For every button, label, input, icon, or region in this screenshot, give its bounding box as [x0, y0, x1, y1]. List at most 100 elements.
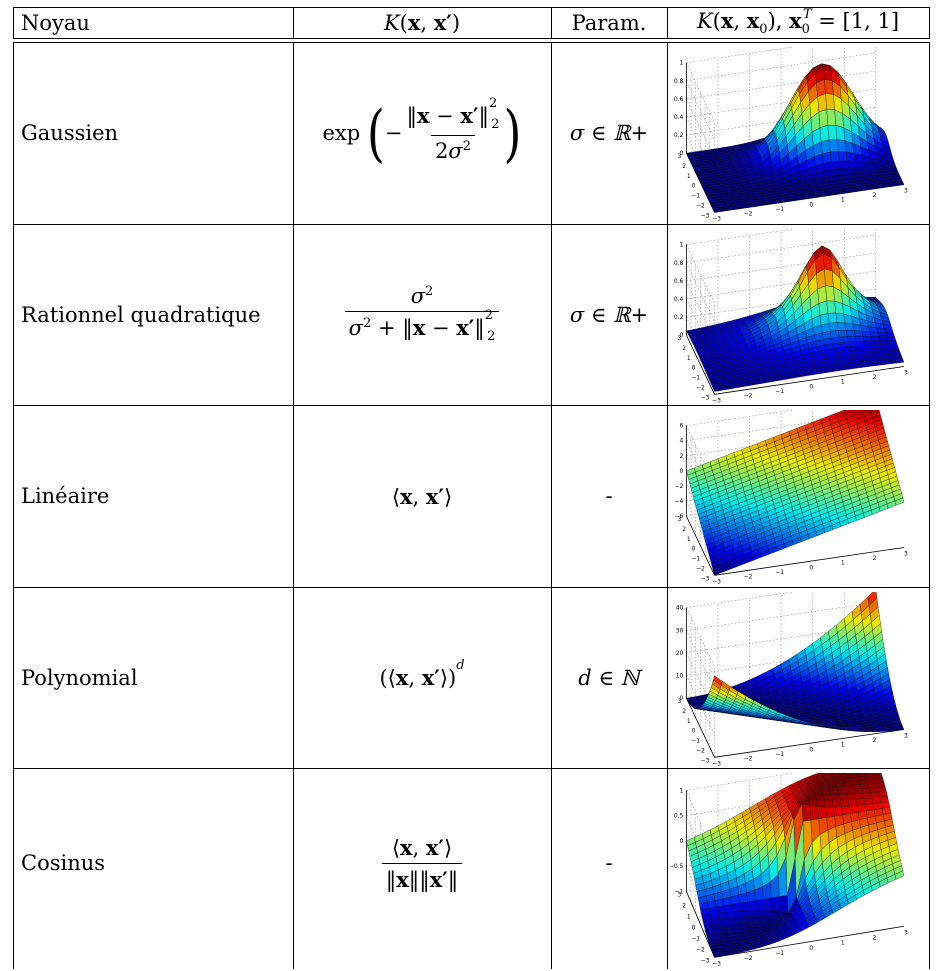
- y-tick-label: −3: [701, 957, 710, 964]
- y-tick-label: −1: [691, 556, 700, 563]
- row-rational-name: Rationnel quadratique: [13, 224, 293, 405]
- z-tick-label: 1: [680, 60, 684, 67]
- row-cosine-formula: ⟨x, x′⟩‖x‖‖x′‖: [293, 768, 551, 958]
- vrule-3: [667, 42, 668, 969]
- y-tick-label: −2: [696, 202, 705, 209]
- x-tick-label: −2: [744, 955, 753, 962]
- y-tick-label: 2: [682, 345, 686, 352]
- row-rational-label: Rationnel quadratique: [21, 303, 261, 327]
- x-tick-label: −2: [744, 756, 753, 763]
- z-tick-label: 0.4: [674, 114, 684, 121]
- z-tick-label: 20: [676, 650, 684, 657]
- z-tick-label: −2: [675, 483, 684, 490]
- poly-formula-math: (⟨x, x′⟩)d: [379, 665, 464, 690]
- row-linear-param: -: [551, 405, 667, 587]
- x-tick-label: 3: [904, 187, 908, 194]
- row-gaussian-param-text: σ ∈ ℝ+: [570, 121, 648, 145]
- vrule-4a: [929, 7, 930, 38]
- x-tick-label: 3: [904, 732, 908, 739]
- z-tick-label: 0: [680, 838, 684, 845]
- linear-formula-math: ⟨x, x′⟩: [392, 484, 452, 509]
- y-tick-label: −3: [701, 575, 710, 582]
- row-cosine-param-text: -: [605, 851, 612, 875]
- z-tick-label: 0.6: [674, 96, 684, 103]
- y-tick-label: −2: [696, 384, 705, 391]
- x-tick-label: −2: [744, 211, 753, 218]
- y-tick-label: 3: [678, 891, 682, 898]
- y-tick-label: 0: [692, 728, 696, 735]
- x-tick-label: −3: [712, 578, 721, 584]
- y-tick-label: 0: [692, 924, 696, 931]
- y-tick-label: 1: [687, 536, 691, 543]
- x-tick-label: 1: [841, 742, 845, 749]
- header-param: Param.: [551, 7, 667, 38]
- header-param-text: Param.: [572, 11, 647, 35]
- header-kernel-text: Noyau: [21, 11, 90, 35]
- x-tick-label: 3: [904, 369, 908, 376]
- header-formula-math: K(x, x′): [384, 10, 460, 35]
- y-tick-label: −1: [691, 935, 700, 942]
- row-gaussian-name: Gaussien: [13, 42, 293, 224]
- y-tick-label: 1: [687, 173, 691, 180]
- y-tick-label: 3: [678, 335, 682, 342]
- x-tick-label: 1: [841, 379, 845, 386]
- x-tick-label: 1: [841, 560, 845, 567]
- y-tick-label: 2: [682, 526, 686, 533]
- z-tick-label: 0.4: [674, 296, 684, 303]
- x-tick-label: −1: [775, 388, 784, 395]
- x-tick-label: 2: [872, 934, 876, 941]
- x-tick-label: −2: [744, 393, 753, 400]
- z-tick-label: 30: [676, 627, 684, 634]
- row-poly-param-text: d ∈ ℕ: [578, 666, 640, 690]
- x-tick-label: −1: [775, 206, 784, 213]
- y-tick-label: 1: [687, 913, 691, 920]
- z-tick-label: 0.2: [674, 314, 684, 321]
- x-tick-label: −2: [744, 574, 753, 581]
- x-tick-label: 2: [872, 555, 876, 562]
- x-tick-label: 3: [904, 929, 908, 936]
- x-tick-label: 0: [809, 201, 813, 208]
- x-tick-label: −3: [712, 215, 721, 221]
- row-linear-param-text: -: [605, 484, 612, 508]
- x-tick-label: 1: [841, 940, 845, 947]
- z-tick-label: 0.8: [674, 78, 684, 85]
- z-tick-label: 0.2: [674, 132, 684, 139]
- x-tick-label: 0: [809, 746, 813, 753]
- row-poly-formula: (⟨x, x′⟩)d: [293, 587, 551, 768]
- z-tick-label: 1: [680, 787, 684, 794]
- y-tick-label: 3: [678, 153, 682, 160]
- y-tick-label: −3: [701, 212, 710, 219]
- y-tick-label: −1: [691, 375, 700, 382]
- y-tick-label: 2: [682, 902, 686, 909]
- x-tick-label: −1: [775, 569, 784, 576]
- row-poly-param: d ∈ ℕ: [551, 587, 667, 768]
- y-tick-label: 2: [682, 163, 686, 170]
- y-tick-label: 0: [692, 365, 696, 372]
- x-tick-label: 0: [809, 945, 813, 952]
- y-tick-label: 0: [692, 183, 696, 190]
- x-tick-label: 0: [809, 383, 813, 390]
- header-kernel: Noyau: [13, 7, 293, 38]
- y-tick-label: 3: [678, 516, 682, 523]
- row-poly-label: Polynomial: [21, 666, 138, 690]
- x-tick-label: 0: [809, 564, 813, 571]
- x-tick-label: −1: [775, 950, 784, 957]
- row-gaussian-param: σ ∈ ℝ+: [551, 42, 667, 224]
- y-tick-label: 0: [692, 546, 696, 553]
- z-tick-label: −0.5: [671, 863, 684, 870]
- row-rational-param-text: σ ∈ ℝ+: [570, 303, 648, 327]
- row-cosine-label: Cosinus: [21, 851, 105, 875]
- y-tick-label: −3: [701, 394, 710, 401]
- z-tick-label: 10: [676, 673, 684, 680]
